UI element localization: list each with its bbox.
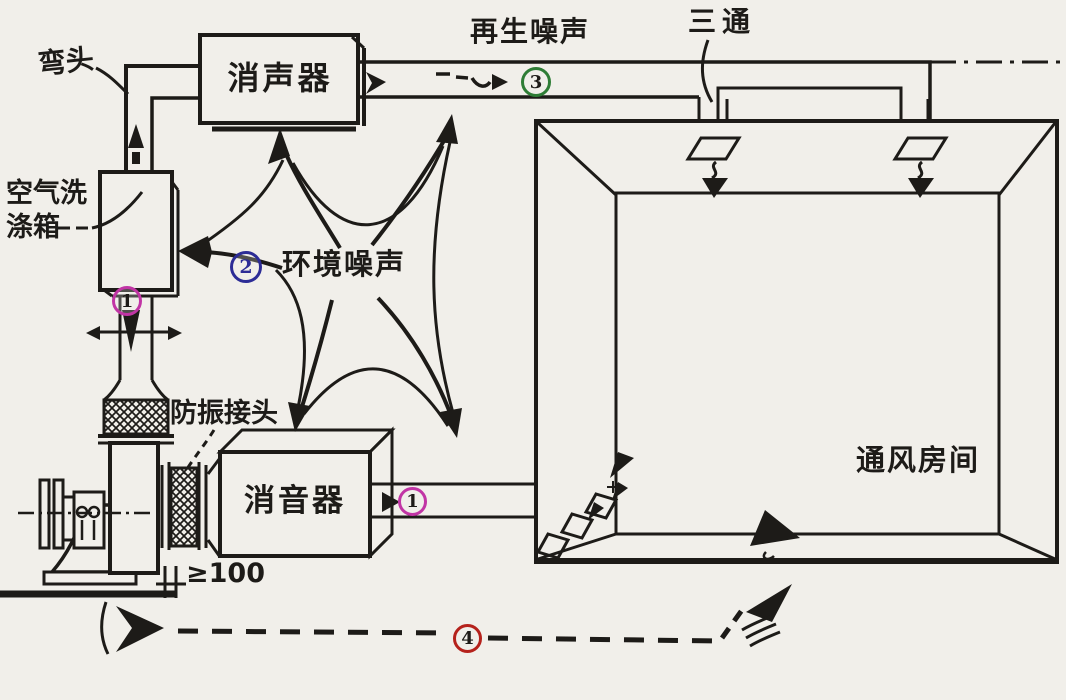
ventilation-room-outline — [534, 119, 1059, 564]
silencer-outlet-duct — [372, 482, 538, 519]
label-min-clearance: ≥100 — [186, 558, 265, 589]
down-arrow-icon — [702, 178, 728, 198]
label-air-washer-line2: 涤箱 — [6, 212, 60, 243]
tee-pointer-line — [700, 39, 714, 103]
marker-3-regenerated: 3 — [521, 67, 551, 97]
noise-arrowhead-icon — [268, 128, 290, 164]
label-environmental-noise: 环境噪声 — [282, 247, 407, 281]
regenerated-noise-annotation — [366, 72, 508, 94]
up-arrow-icon — [128, 124, 144, 148]
label-tee: 三通 — [688, 5, 757, 38]
environmental-noise-arrows — [178, 114, 462, 438]
elbow-pipe — [95, 64, 200, 172]
marker-2-environmental: 2 — [230, 251, 262, 283]
label-regenerated-noise: 再生噪声 — [470, 15, 591, 48]
airflow-arrow-icon — [612, 482, 628, 500]
noise-arrowhead-icon — [436, 114, 458, 144]
label-air-washer-line1: 空气洗 — [6, 178, 87, 209]
dimension-mark — [156, 566, 186, 598]
fan-discharge-pipe — [108, 441, 160, 575]
label-ventilation-room: 通风房间 — [856, 443, 981, 477]
washer-pointer-line — [91, 191, 144, 230]
noise-path-4 — [100, 510, 800, 655]
flow-arrow-icon — [382, 492, 400, 512]
flow-arrow-icon — [492, 74, 508, 90]
marker-1-pipe: 1 — [112, 286, 142, 316]
airflow-arrow-icon — [610, 452, 634, 478]
noise-arrowhead-icon — [178, 236, 212, 268]
anti-vibration-joint-vertical — [98, 379, 174, 445]
flow-arrow-icon — [366, 72, 386, 94]
noise-arrowhead-icon — [750, 510, 800, 546]
noise-arrowhead-icon — [746, 584, 792, 622]
label-vibration-joint: 防振接头 — [170, 398, 278, 429]
anti-vibration-joint-horizontal — [160, 457, 222, 558]
bottom-silencer-box — [216, 426, 396, 560]
noise-arrowhead-icon — [440, 408, 462, 438]
elbow-pointer-line — [95, 66, 130, 96]
down-arrow-icon — [908, 178, 934, 198]
airflow-arrow-icon — [588, 502, 604, 520]
label-top-muffler: 消声器 — [227, 59, 333, 97]
marker-1-duct: 1 — [398, 487, 427, 516]
noise-arrowhead-icon — [288, 402, 310, 432]
marker-4-transmission: 4 — [453, 624, 482, 653]
noise-source-arrow-icon — [116, 606, 164, 652]
vibration-joint-pointer — [182, 429, 216, 475]
ceiling-duct-tee — [358, 60, 1062, 122]
ceiling-diffusers — [685, 136, 949, 198]
top-muffler-box — [198, 33, 366, 132]
flow-arrow-icon — [122, 310, 140, 352]
wall-vent-grilles — [535, 452, 634, 560]
fan-and-motor — [0, 441, 175, 598]
label-bottom-silencer: 消音器 — [244, 483, 346, 519]
label-elbow: 弯头 — [36, 42, 96, 81]
